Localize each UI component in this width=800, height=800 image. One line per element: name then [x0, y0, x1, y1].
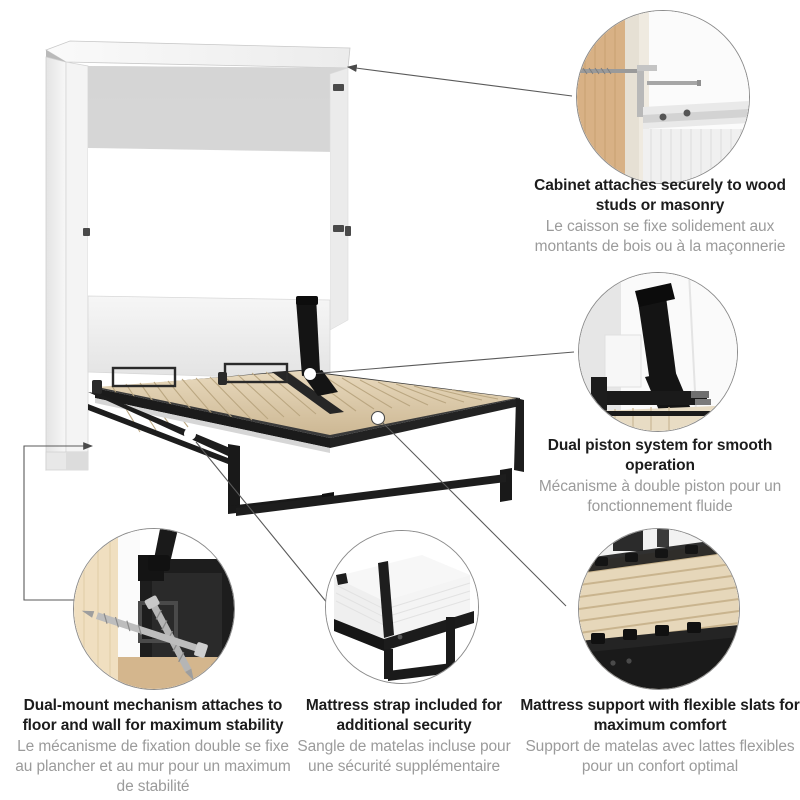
- detail-photo-mattress-strap: [325, 530, 479, 684]
- caption-title-fr: Sangle de matelas incluse pour une sécur…: [297, 737, 511, 775]
- caption-title-fr: Mécanisme à double piston pour un foncti…: [538, 477, 782, 515]
- caption-wall-mount: Cabinet attaches securely to wood studs …: [520, 176, 800, 257]
- detail-photo-wall-mount: [576, 10, 750, 184]
- caption-dual-mount: Dual-mount mechanism attaches to floor a…: [8, 696, 298, 797]
- caption-title-fr: Le caisson se fixe solidement aux montan…: [534, 217, 786, 255]
- caption-flexible-slats: Mattress support with flexible slats for…: [520, 696, 800, 777]
- caption-title-en: Cabinet attaches securely to wood studs …: [534, 177, 786, 214]
- detail-photo-flexible-slats: [578, 528, 740, 690]
- caption-title-fr: Support de matelas avec lattes flexibles…: [525, 737, 795, 775]
- detail-photo-dual-mount: [73, 528, 235, 690]
- caption-mattress-strap: Mattress strap included for additional s…: [288, 696, 520, 777]
- caption-dual-piston: Dual piston system for smooth operation …: [520, 436, 800, 517]
- caption-title-fr: Le mécanisme de fixation double se fixe …: [15, 737, 291, 795]
- caption-title-en: Dual piston system for smooth operation: [547, 437, 773, 474]
- callout-dot-dual-piston: [304, 368, 316, 380]
- caption-title-en: Mattress strap included for additional s…: [305, 697, 503, 734]
- leader-line-wall-mount: [346, 64, 573, 97]
- leader-line-dual-piston: [309, 351, 575, 375]
- callout-dot-flexible-slats: [370, 410, 386, 426]
- callout-dot-mattress-strap: [184, 428, 196, 440]
- caption-title-en: Dual-mount mechanism attaches to floor a…: [22, 697, 284, 734]
- caption-title-en: Mattress support with flexible slats for…: [520, 697, 800, 734]
- detail-photo-dual-piston: [578, 272, 738, 432]
